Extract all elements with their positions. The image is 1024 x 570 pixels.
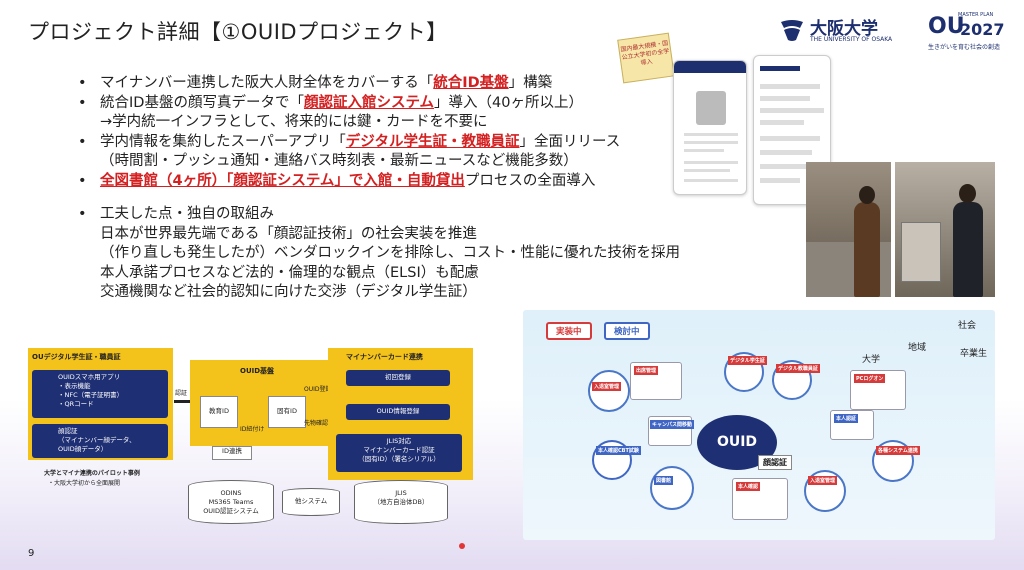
pointer-dot bbox=[459, 543, 465, 549]
bullet-5-line-3: 本人承諾プロセスなど法的・倫理的な観点（ELSI）も配慮 bbox=[100, 264, 479, 281]
society-label: 社会 bbox=[958, 321, 977, 331]
other-system-db: 他システム bbox=[282, 488, 340, 516]
bullet-4: 全図書館（4ヶ所）「顔認証システム」で入館・自動貸出プロセスの全面導入 bbox=[70, 172, 670, 192]
ouid-platform-heading: OUID基盤 bbox=[240, 367, 275, 375]
plan-tag: 検討中 bbox=[604, 322, 650, 340]
jlis-box: JLIS対応 マイナンバーカード認証 （固有ID）（署名シリアル） bbox=[336, 434, 462, 472]
app-menu-screenshot bbox=[753, 55, 831, 205]
ouid-app-box: OUIDスマホ用アプリ ・表示機能 ・NFC（電子証明書） ・QRコード bbox=[32, 370, 168, 418]
node-circle bbox=[650, 466, 694, 510]
node-label: 入退室管理 bbox=[808, 476, 838, 485]
face-cert-box: 顔認証 （マイナンバー顔データ、 OUID顔データ） bbox=[32, 424, 168, 458]
jlis-db: JLIS （地方自治体DB） bbox=[354, 480, 448, 524]
arrow bbox=[174, 400, 192, 403]
auth-label: 認証 bbox=[175, 390, 188, 397]
scroll-note: 国内最大規模・国公立大学初の全学導入 bbox=[617, 32, 675, 84]
ou2027-logo: OU MASTER PLAN 2027 生きがいを育む社会の創造 bbox=[928, 12, 1018, 52]
bullet-5-line-1: 日本が世界最先端である「顔認証技術」の社会実装を推進 bbox=[100, 225, 477, 242]
id-link-label: ID紐付け bbox=[240, 426, 265, 433]
page-title: プロジェクト詳細【①OUIDプロジェクト】 bbox=[28, 20, 448, 44]
page-number: 9 bbox=[28, 548, 35, 559]
id-sync-box: ID連携 bbox=[212, 446, 252, 460]
pilot-subcaption: ・大阪大学初から全面展開 bbox=[48, 480, 121, 487]
node-label: PCログオン bbox=[854, 374, 886, 383]
mynumber-heading: マイナンバーカード連携 bbox=[346, 353, 423, 361]
library-kiosk-photo bbox=[895, 162, 995, 297]
bullet-5: 工夫した点・独自の取組み bbox=[70, 205, 670, 225]
slogan-text: 生きがいを育む社会の創造 bbox=[928, 44, 1001, 51]
bullet-1: マイナンバー連携した阪大人財全体をカバーする「統合ID基盤」構築 bbox=[70, 74, 670, 94]
edu-id-box: 教育ID bbox=[200, 396, 238, 428]
bullet-5-line-2: （作り直しも発生したが）ベンダロックインを排除し、コスト・性能に優れた技術を採用 bbox=[100, 245, 680, 261]
face-gate-photo bbox=[806, 162, 891, 297]
node-label: デジタル学生証 bbox=[728, 356, 767, 365]
own-id-box: 固有ID bbox=[268, 396, 306, 428]
ouid-info-box: OUID情報登録 bbox=[346, 404, 450, 420]
bullet-3: 学内情報を集約したスーパーアプリ「デジタル学生証・教職員証」全面リリース bbox=[70, 133, 670, 153]
university-emblem-icon bbox=[781, 20, 803, 41]
region-label: 地域 bbox=[908, 343, 927, 353]
bullet-3-continuation: （時間割・プッシュ通知・連絡バス時刻表・最新ニュースなど機能多数） bbox=[100, 153, 578, 169]
odins-db: ODINS MS365 Teams OUID認証システム bbox=[188, 480, 274, 524]
node-circle bbox=[588, 370, 630, 412]
university-label: 大学 bbox=[862, 355, 881, 365]
node-label: 図書館 bbox=[654, 476, 674, 485]
face-auth-label: 顔認証 bbox=[758, 455, 792, 470]
bullet-2-continuation: →学内統一インフラとして、将来的には鍵・カードを不要に bbox=[100, 114, 488, 130]
ouid-center-circle: OUID bbox=[697, 415, 777, 470]
ou-text: OU bbox=[928, 14, 965, 39]
node-label: デジタル教職員証 bbox=[776, 364, 820, 373]
ouid-reg-label: OUID登録 bbox=[304, 386, 332, 393]
digital-student-id-screenshot bbox=[673, 60, 747, 195]
osaka-university-logo: 大阪大学 THE UNIVERSITY OF OSAKA bbox=[778, 12, 898, 48]
logo-english: THE UNIVERSITY OF OSAKA bbox=[810, 36, 893, 43]
digital-id-heading: OUデジタル学生証・職員証 bbox=[32, 353, 121, 361]
graduate-label: 卒業生 bbox=[960, 349, 988, 359]
bullet-list: マイナンバー連携した阪大人財全体をカバーする「統合ID基盤」構築 統合ID基盤の… bbox=[70, 74, 680, 303]
system-architecture-diagram: OUデジタル学生証・職員証 OUIDスマホ用アプリ ・表示機能 ・NFC（電子証… bbox=[28, 340, 518, 525]
node-label: 入退室管理 bbox=[592, 382, 622, 391]
logo-japanese: 大阪大学 bbox=[810, 19, 878, 39]
portrait-photo bbox=[696, 91, 726, 125]
pilot-caption: 大学とマイナ連携のパイロット事例 bbox=[44, 470, 140, 477]
init-reg-box: 初回登録 bbox=[346, 370, 450, 386]
master-plan-text: MASTER PLAN bbox=[958, 12, 994, 18]
live-tag: 実装中 bbox=[546, 322, 592, 340]
bullet-5-line-4: 交通機関など社会的認知に向けた交渉（デジタル学生証） bbox=[100, 284, 477, 300]
first-auth-label: 先物確認 bbox=[304, 420, 329, 427]
node-label: 本人確認CBT試験 bbox=[596, 446, 641, 455]
node-label: 各種システム連携 bbox=[876, 446, 920, 455]
node-label: 本人認証 bbox=[834, 414, 859, 423]
node-label: キャンパス間移動 bbox=[650, 420, 695, 429]
bullet-2: 統合ID基盤の顔写真データで「顔認証入館システム」導入（40ヶ所以上） bbox=[70, 94, 670, 114]
node-label: 本人確認 bbox=[736, 482, 761, 491]
node-label: 出席管理 bbox=[634, 366, 659, 375]
year-text: 2027 bbox=[960, 20, 1005, 39]
